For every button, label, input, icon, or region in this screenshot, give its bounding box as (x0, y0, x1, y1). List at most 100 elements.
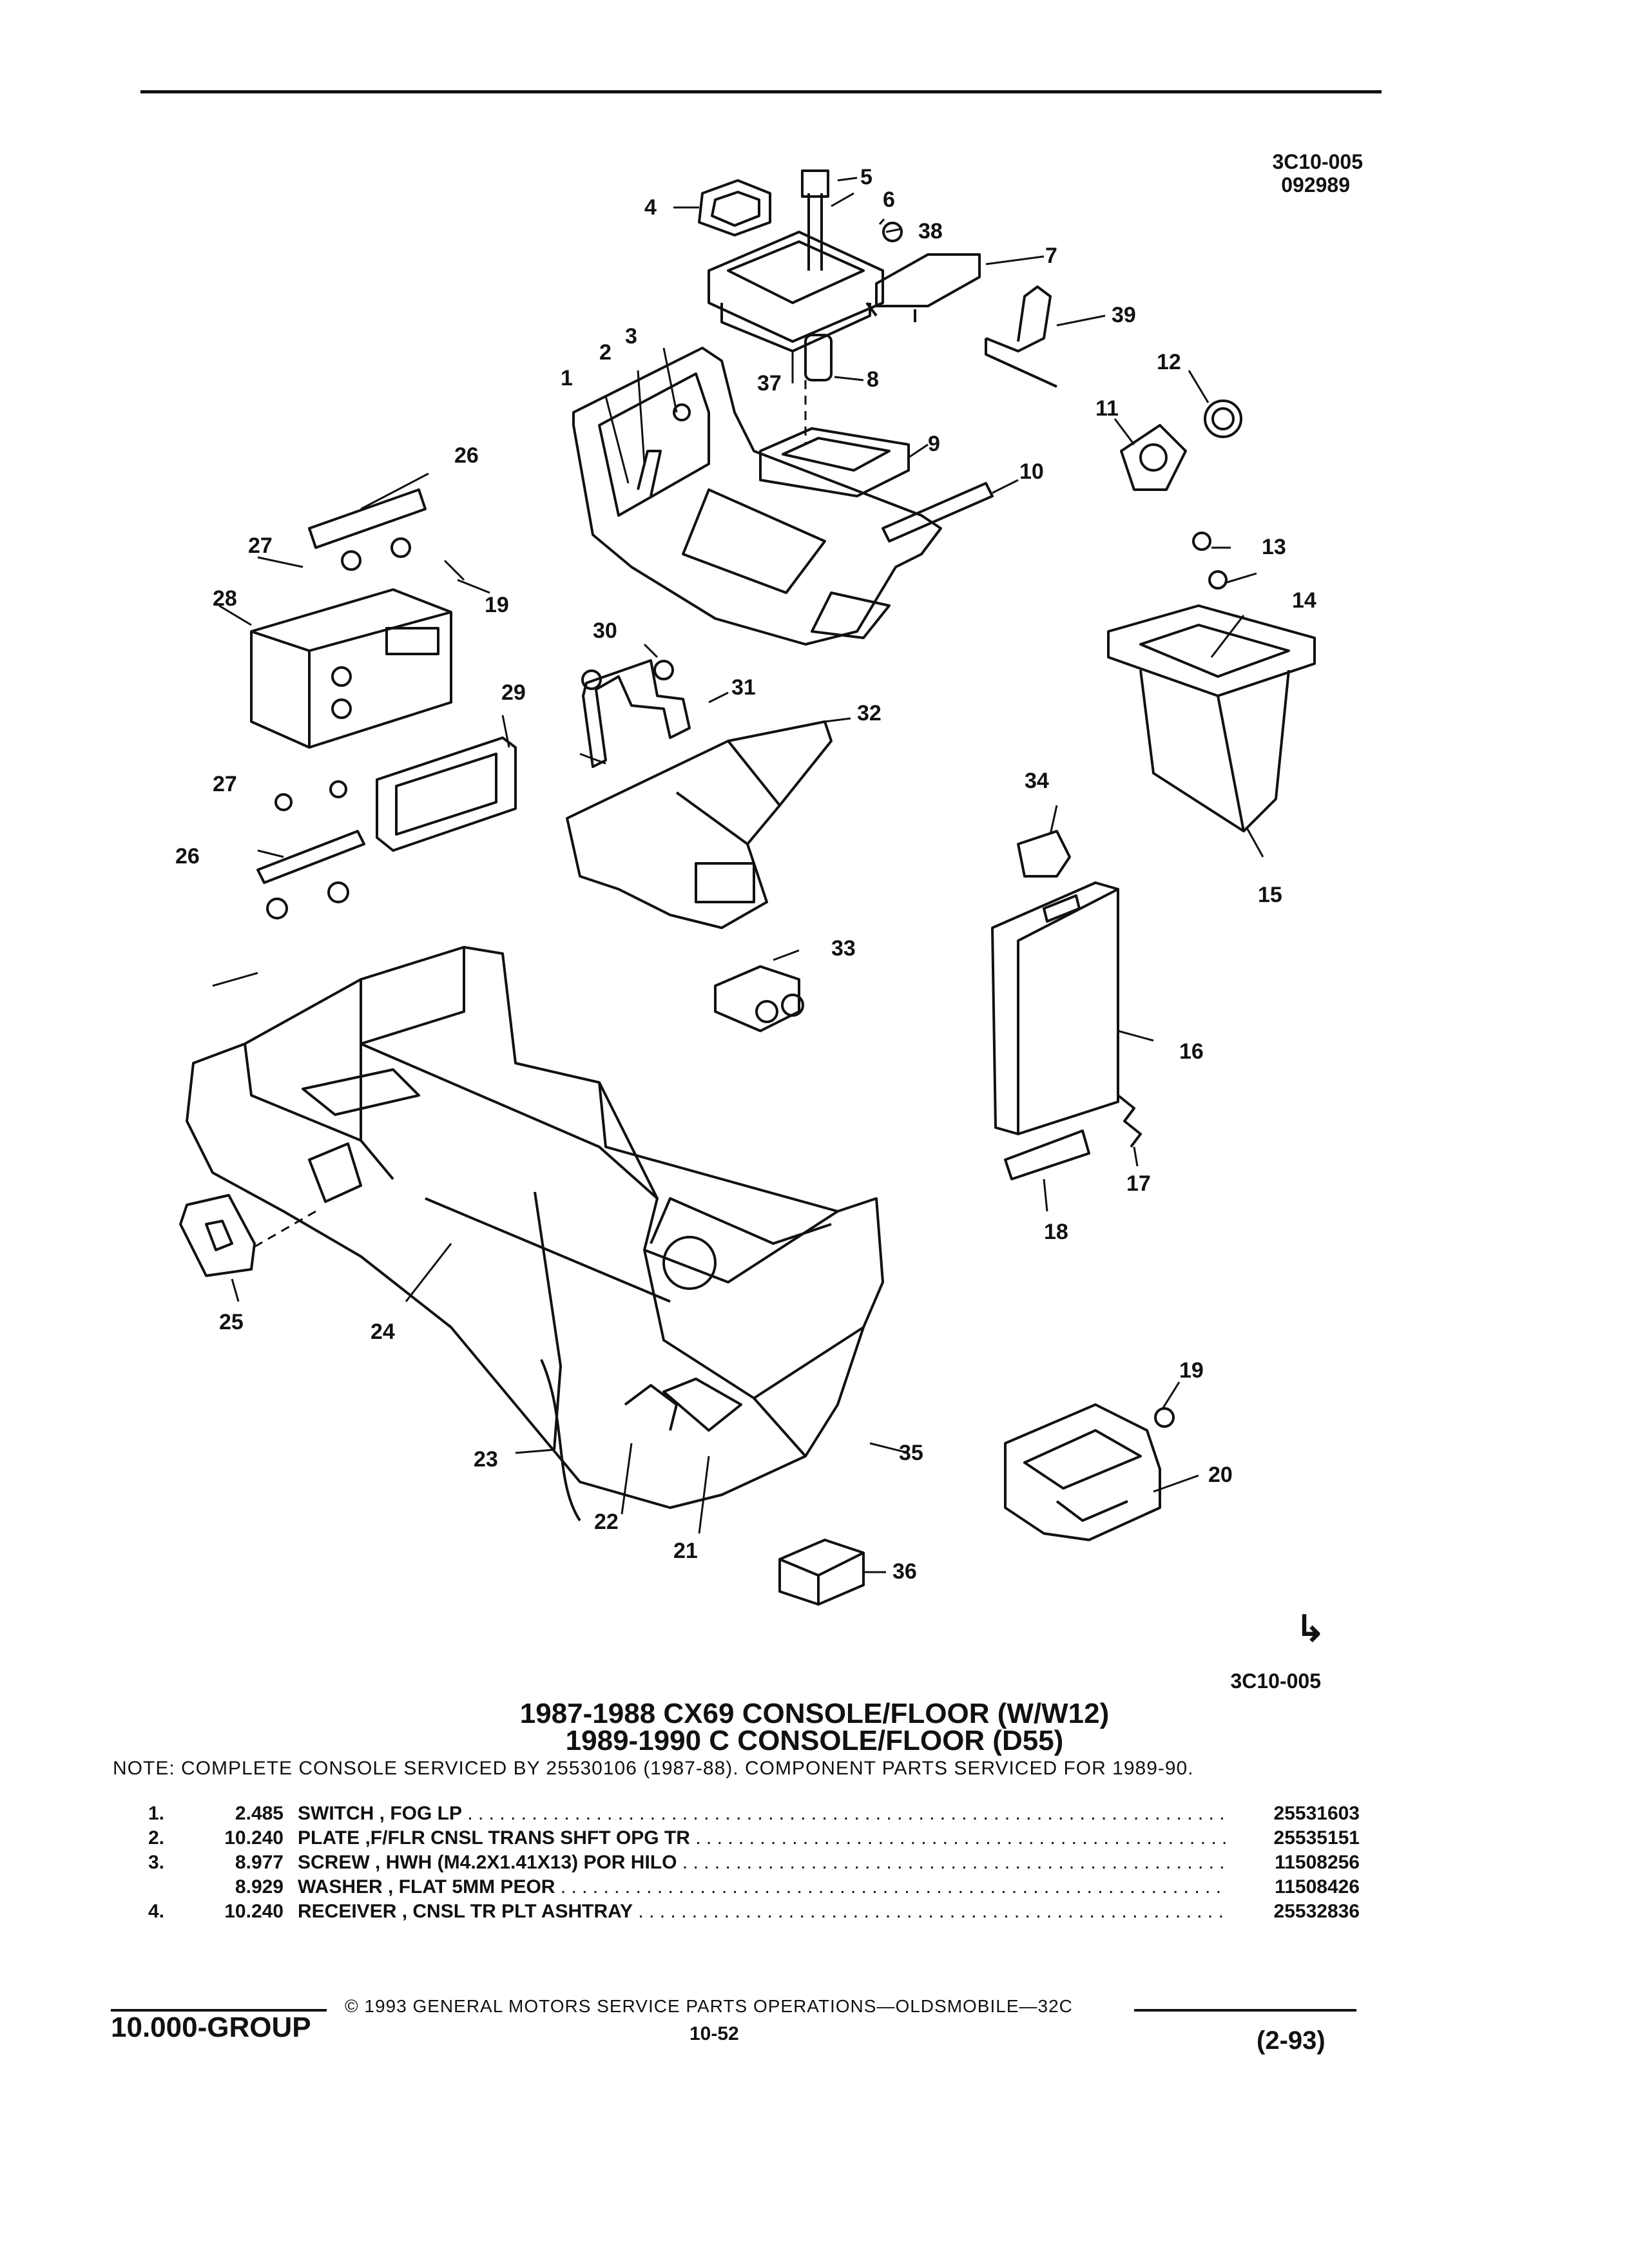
callout-25: 25 (219, 1310, 244, 1334)
callout-23: 23 (474, 1447, 498, 1472)
callout-7: 7 (1045, 244, 1057, 268)
callout-9: 9 (928, 432, 940, 456)
part-latch (1017, 830, 1071, 878)
callout-24: 24 (371, 1320, 395, 1344)
callout-35: 35 (899, 1441, 923, 1465)
callout-26-lower: 26 (175, 844, 200, 869)
callout-38: 38 (918, 219, 943, 244)
part-group: 8.929 (235, 1876, 284, 1898)
parts-row: 4. 10.240 RECEIVER , CNSL TR PLT ASHTRAY… (148, 1901, 1360, 1925)
part-switch (714, 965, 804, 1032)
callout-11: 11 (1095, 396, 1119, 421)
part-ashtray-receiver (698, 179, 771, 236)
callout-26-top: 26 (454, 443, 479, 468)
part-description: SWITCH , FOG LP (298, 1803, 1360, 1825)
part-floor-plate (572, 347, 942, 646)
callout-4: 4 (644, 195, 657, 220)
callout-12: 12 (1157, 350, 1181, 374)
part-panel (759, 427, 910, 497)
part-index: 1. (148, 1803, 165, 1824)
callout-37: 37 (757, 371, 782, 396)
callout-30: 30 (593, 619, 617, 643)
callout-19-cupholder: 19 (1179, 1358, 1204, 1383)
part-number: 25532836 (1227, 1901, 1360, 1923)
parts-row: 3. 8.977 SCREW , HWH (M4.2X1.41X13) POR … (148, 1852, 1360, 1876)
part-hinge (1004, 1129, 1090, 1180)
parts-row: 1. 2.485 SWITCH , FOG LP 25531603 (148, 1803, 1360, 1827)
part-description: PLATE ,F/FLR CNSL TRANS SHFT OPG TR (298, 1827, 1360, 1849)
figure-date: 092989 (1281, 173, 1350, 197)
exploded-console-diagram (179, 169, 1316, 1606)
part-description: RECEIVER , CNSL TR PLT ASHTRAY (298, 1901, 1360, 1923)
callout-29: 29 (501, 680, 526, 705)
callout-17: 17 (1126, 1171, 1151, 1196)
part-number: 25535151 (1227, 1827, 1360, 1849)
callout-5: 5 (860, 165, 872, 189)
part-shift-plate (708, 169, 884, 352)
callout-18: 18 (1044, 1220, 1068, 1244)
part-console-body (186, 946, 884, 1509)
callout-1: 1 (561, 366, 573, 390)
callout-3: 3 (625, 324, 637, 349)
footer-rule-left (111, 2009, 327, 2012)
footer-revision-date: (2-93) (1257, 2026, 1325, 2055)
part-fog-switch (179, 1194, 256, 1277)
part-knob (1204, 399, 1242, 438)
part-index: 4. (148, 1901, 165, 1922)
figure-code: 3C10-005 (1272, 150, 1363, 173)
part-description: SCREW , HWH (M4.2X1.41X13) POR HILO (298, 1852, 1360, 1874)
part-bulb (804, 334, 833, 381)
part-radio (250, 588, 452, 749)
part-group: 10.240 (224, 1827, 284, 1849)
gm-service-mark-icon: ↳ (1295, 1608, 1325, 1649)
callout-21: 21 (673, 1539, 698, 1563)
part-radio-bracket-top (308, 488, 427, 571)
footer-group-label: 10.000-GROUP (111, 2012, 311, 2043)
callout-31: 31 (731, 675, 756, 700)
parts-row: 2. 10.240 PLATE ,F/FLR CNSL TRANS SHFT O… (148, 1827, 1360, 1852)
part-wiring (540, 1359, 678, 1522)
parts-list: 1. 2.485 SWITCH , FOG LP 25531603 2. 10.… (148, 1803, 1360, 1925)
parts-row: 8.929 WASHER , FLAT 5MM PEOR 11508426 (148, 1876, 1360, 1901)
callout-8: 8 (867, 367, 879, 392)
part-number: 11508426 (1227, 1876, 1360, 1898)
callout-22: 22 (594, 1510, 619, 1534)
part-cover (865, 222, 981, 322)
footer-page-number: 10-52 (689, 2023, 739, 2044)
callout-27-lower: 27 (213, 772, 237, 796)
part-storage-bin (1107, 532, 1316, 832)
callout-10: 10 (1019, 459, 1044, 484)
part-box (778, 1539, 865, 1606)
part-faceplate (376, 736, 517, 852)
part-index: 2. (148, 1827, 165, 1849)
callout-32: 32 (857, 701, 882, 726)
service-note: NOTE: COMPLETE CONSOLE SERVICED BY 25530… (113, 1758, 1194, 1779)
part-group: 8.977 (235, 1852, 284, 1873)
callout-20: 20 (1208, 1463, 1233, 1487)
callout-34: 34 (1025, 769, 1049, 793)
part-spring (1117, 1094, 1142, 1148)
part-brace (581, 659, 691, 768)
callout-13: 13 (1262, 535, 1286, 559)
callout-16: 16 (1179, 1039, 1204, 1064)
part-group: 2.485 (235, 1803, 284, 1824)
callout-33: 33 (831, 936, 856, 961)
footer-rule-right (1134, 2009, 1356, 2012)
part-cupholder (1004, 1403, 1175, 1541)
page-title-line2: 1989-1990 C CONSOLE/FLOOR (D55) (565, 1725, 1064, 1756)
part-bracket (985, 285, 1057, 388)
callout-27-top: 27 (248, 533, 273, 558)
footer-copyright: © 1993 GENERAL MOTORS SERVICE PARTS OPER… (345, 1996, 1073, 2016)
callout-19-radio: 19 (485, 593, 509, 617)
callout-2: 2 (599, 340, 612, 365)
part-number: 25531603 (1227, 1803, 1360, 1825)
top-rule (140, 90, 1382, 93)
part-rail (882, 482, 994, 543)
part-index: 3. (148, 1852, 165, 1873)
callout-28: 28 (213, 586, 237, 611)
part-group: 10.240 (224, 1901, 284, 1922)
part-armrest-lid (991, 881, 1119, 1135)
part-description: WASHER , FLAT 5MM PEOR (298, 1876, 1360, 1898)
figure-code-bottom: 3C10-005 (1230, 1669, 1321, 1693)
callout-6: 6 (883, 187, 895, 212)
